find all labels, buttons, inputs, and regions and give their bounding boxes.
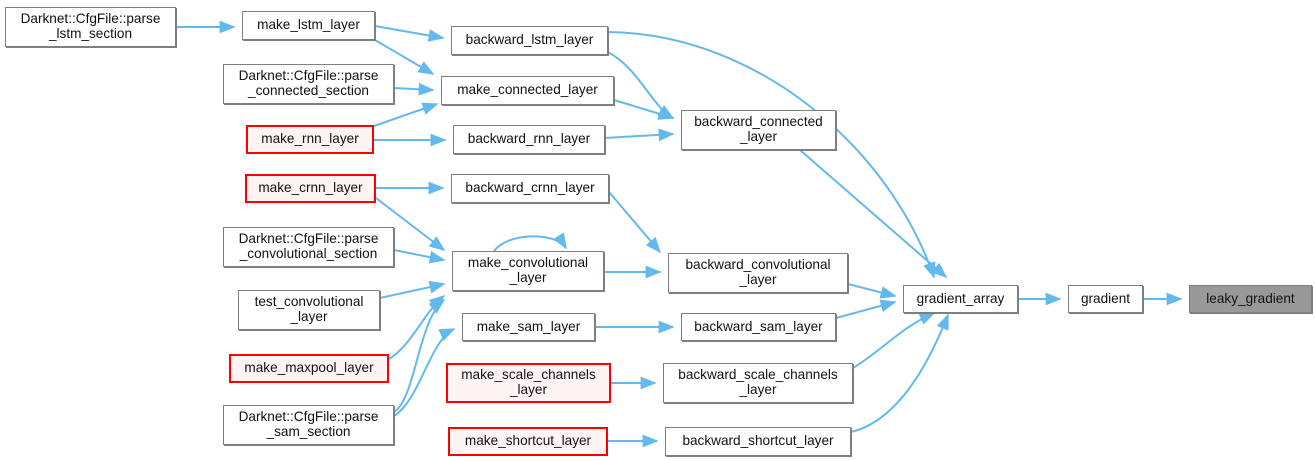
- node-make_lstm[interactable]: make_lstm_layer: [242, 11, 375, 40]
- node-make_conv[interactable]: make_convolutional _layer: [452, 251, 604, 291]
- node-backward_connected[interactable]: backward_connected _layer: [681, 110, 836, 150]
- node-backward_conv[interactable]: backward_convolutional _layer: [668, 253, 848, 293]
- edge-make_rnn-to-make_connected: [373, 102, 439, 127]
- edge-backward_shortcut-to-gradient_array: [850, 313, 949, 433]
- node-backward_sam[interactable]: backward_sam_layer: [681, 313, 836, 341]
- node-make_shortcut[interactable]: make_shortcut_layer: [448, 427, 608, 456]
- node-test_conv[interactable]: test_convolutional _layer: [238, 290, 380, 330]
- node-backward_scale[interactable]: backward_scale_channels _layer: [663, 363, 853, 403]
- edge-parse_conv-to-make_conv: [393, 249, 446, 264]
- edge-backward_rnn-to-backward_connected: [604, 128, 675, 142]
- edge-parse_sam-to-make_conv: [393, 299, 446, 413]
- edge-make_conv-to-make_conv: [493, 232, 567, 252]
- node-make_sam[interactable]: make_sam_layer: [462, 313, 595, 341]
- edge-backward_connected-to-gradient_array: [799, 149, 948, 279]
- node-backward_lstm[interactable]: backward_lstm_layer: [451, 26, 608, 55]
- node-backward_rnn[interactable]: backward_rnn_layer: [453, 125, 605, 154]
- node-make_scale[interactable]: make_scale_channels _layer: [446, 363, 611, 403]
- node-backward_shortcut[interactable]: backward_shortcut_layer: [665, 427, 851, 456]
- edge-backward_conv-to-gradient_array: [847, 283, 897, 299]
- node-leaky_gradient[interactable]: leaky_gradient: [1189, 285, 1312, 313]
- node-make_connected[interactable]: make_connected_layer: [441, 76, 614, 105]
- edge-backward_lstm-to-gradient_array: [607, 31, 936, 279]
- edge-backward_scale-to-gradient_array: [852, 312, 936, 369]
- node-parse_conv[interactable]: Darknet::CfgFile::parse _convolutional_s…: [223, 227, 394, 267]
- edge-make_connected-to-backward_connected: [613, 99, 675, 120]
- edge-backward_sam-to-gradient_array: [835, 299, 897, 319]
- edge-backward_crnn-to-backward_conv: [608, 191, 662, 254]
- node-make_crnn[interactable]: make_crnn_layer: [245, 174, 376, 203]
- node-gradient_array[interactable]: gradient_array: [903, 285, 1018, 313]
- node-parse_connected[interactable]: Darknet::CfgFile::parse _connected_secti…: [223, 64, 394, 104]
- node-parse_sam[interactable]: Darknet::CfgFile::parse _sam_section: [223, 405, 394, 445]
- edge-make_lstm-to-make_connected: [374, 39, 435, 75]
- node-parse_lstm[interactable]: Darknet::CfgFile::parse _lstm_section: [5, 7, 176, 47]
- node-make_maxpool[interactable]: make_maxpool_layer: [229, 354, 389, 383]
- node-make_rnn[interactable]: make_rnn_layer: [246, 125, 374, 154]
- edge-parse_connected-to-make_connected: [393, 82, 435, 96]
- node-gradient[interactable]: gradient: [1068, 285, 1143, 313]
- edge-parse_sam-to-make_sam: [393, 328, 456, 417]
- edge-make_crnn-to-make_conv: [375, 197, 446, 251]
- node-backward_crnn[interactable]: backward_crnn_layer: [451, 174, 609, 203]
- edge-test_conv-to-make_conv: [379, 280, 446, 299]
- edge-make_lstm-to-backward_lstm: [374, 25, 445, 42]
